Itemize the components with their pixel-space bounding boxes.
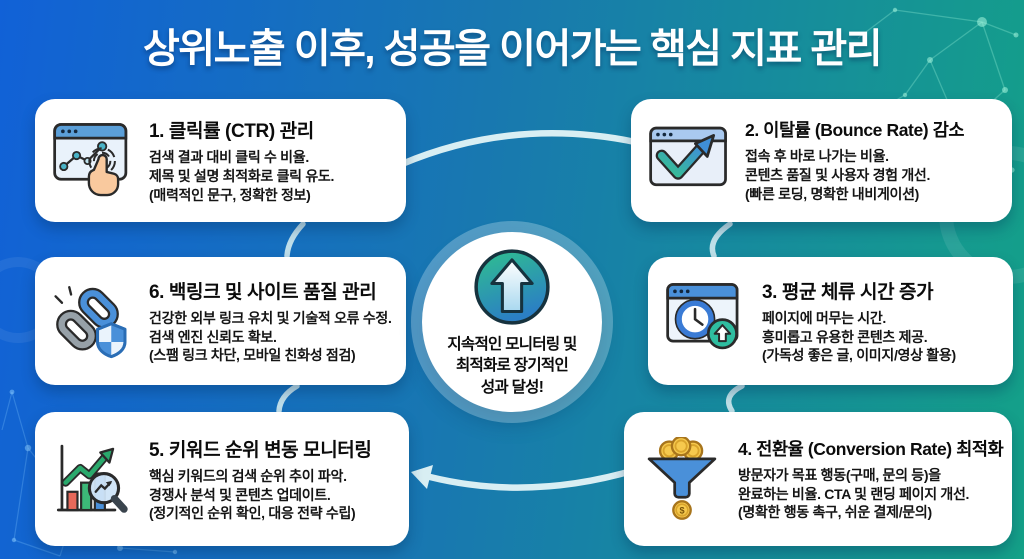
card-dwell-time: 3. 평균 체류 시간 증가 페이지에 머무는 시간. 흥미롭고 유용한 콘텐츠… — [648, 257, 1013, 385]
card-bounce-rate: 2. 이탈률 (Bounce Rate) 감소 접속 후 바로 나가는 비율. … — [631, 99, 1012, 222]
card-line: (빠른 로딩, 명확한 내비게이션) — [745, 185, 920, 202]
browser-bounce-arrow-icon — [643, 119, 735, 203]
connector-left-lower — [276, 383, 300, 414]
connector-right-upper — [709, 221, 733, 259]
card-line: (스팸 링크 차단, 모바일 친화성 점검) — [149, 347, 356, 364]
connector-right-lower — [725, 383, 745, 414]
card-line: 건강한 외부 링크 유치 및 기술적 오류 수정. — [149, 309, 392, 326]
card-line: 제목 및 설명 최적화로 클릭 유도. — [149, 168, 335, 185]
card-conversion-rate: $ 4. 전환율 (Conversion Rate) 최적화 방문자가 목표 행… — [624, 412, 1012, 546]
card-line: 콘텐츠 품질 및 사용자 경험 개선. — [745, 167, 931, 184]
card-line: 검색 엔진 신뢰도 확보. — [149, 328, 277, 345]
funnel-coins-icon: $ — [636, 437, 728, 521]
card-line: (정기적인 순위 확인, 대응 전략 수립) — [149, 505, 356, 522]
card-title: 1. 클릭률 (CTR) 관리 — [149, 121, 314, 143]
browser-clock-up-icon — [660, 279, 752, 363]
card-line: 완료하는 비율. CTA 및 랜딩 페이지 개선. — [738, 485, 970, 502]
center-text-line: 성과 달성! — [480, 378, 544, 396]
arrow-top — [398, 130, 644, 168]
card-title: 6. 백링크 및 사이트 품질 관리 — [149, 281, 377, 303]
center-circle: 지속적인 모니터링 및 최적화로 장기적인 성과 달성! — [422, 232, 602, 412]
card-line: 페이지에 머무는 시간. — [762, 309, 886, 326]
card-line: (가독성 좋은 글, 이미지/영상 활용) — [762, 347, 956, 364]
card-line: 핵심 키워드의 검색 순위 추이 파악. — [149, 467, 347, 484]
card-line: 방문자가 목표 행동(구매, 문의 등)을 — [738, 466, 941, 483]
card-line: (명확한 행동 촉구, 쉬운 결제/문의) — [738, 504, 932, 521]
card-title: 2. 이탈률 (Bounce Rate) 감소 — [745, 120, 965, 141]
connector-left-upper — [284, 221, 306, 259]
card-keyword-rank: 5. 키워드 순위 변동 모니터링 핵심 키워드의 검색 순위 추이 파악. 경… — [35, 412, 409, 546]
card-title: 3. 평균 체류 시간 증가 — [762, 281, 934, 303]
card-line: 경쟁사 분석 및 콘텐츠 업데이트. — [149, 486, 331, 503]
card-line: (매력적인 문구, 정확한 정보) — [149, 186, 311, 203]
card-ctr: 1. 클릭률 (CTR) 관리 검색 결과 대비 클릭 수 비율. 제목 및 설… — [35, 99, 406, 222]
browser-click-icon — [47, 119, 139, 203]
card-title: 5. 키워드 순위 변동 모니터링 — [149, 439, 372, 461]
card-backlink-quality: 6. 백링크 및 사이트 품질 관리 건강한 외부 링크 유치 및 기술적 오류… — [35, 257, 406, 385]
bar-chart-magnifier-icon — [47, 437, 139, 521]
chain-shield-icon — [47, 279, 139, 363]
center-text-line: 지속적인 모니터링 및 — [447, 336, 577, 353]
card-title: 4. 전환율 (Conversion Rate) 최적화 — [738, 438, 1004, 459]
page-title: 상위노출 이후, 성공을 이어가는 핵심 지표 관리 — [143, 27, 883, 71]
card-line: 검색 결과 대비 클릭 수 비율. — [149, 149, 309, 166]
card-line: 흥미롭고 유용한 콘텐츠 제공. — [762, 328, 928, 345]
svg-text:$: $ — [679, 506, 684, 516]
arrow-bottom-head-icon — [411, 465, 433, 489]
center-text-line: 최적화로 장기적인 — [455, 357, 569, 375]
up-arrow-in-circle-icon — [470, 245, 554, 334]
card-line: 접속 후 바로 나가는 비율. — [745, 148, 889, 165]
